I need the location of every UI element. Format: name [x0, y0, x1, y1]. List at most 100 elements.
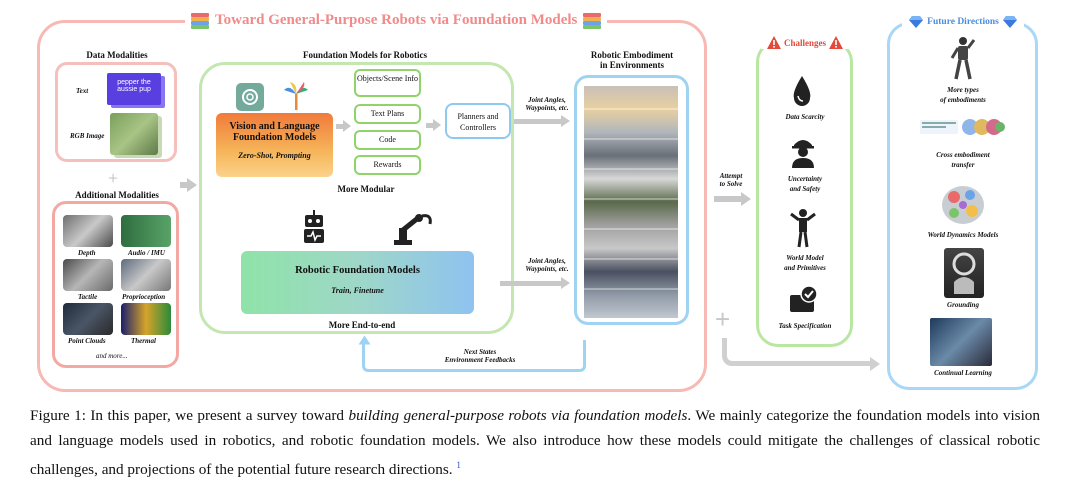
worker-icon	[790, 136, 816, 173]
grounding-label: Grounding	[947, 301, 979, 309]
warning-icon	[766, 36, 781, 49]
proprioception-label: Proprioception	[122, 293, 166, 301]
cross-embodiment-line2: transfer	[951, 161, 975, 169]
future-arrow-head	[870, 357, 880, 371]
output-text-plans: Text Plans	[354, 104, 421, 124]
data-scarcity-label: Data Scarcity	[785, 113, 825, 121]
cross-embodiment-line1: Cross embodiment	[936, 151, 990, 159]
output-objects-scene-label: Objects/Scene Info	[356, 74, 419, 83]
joint-angles-top-line1: Joint Angles,	[528, 96, 566, 104]
embodiment-box	[574, 75, 689, 325]
feedback-label: Next States Environment Feedbacks	[420, 348, 540, 364]
vlfm-arrow-head	[343, 120, 351, 132]
vlfm-arrow	[336, 124, 344, 129]
point-clouds-label: Point Clouds	[68, 337, 106, 345]
joint-angles-bottom: Joint Angles, Waypoints, etc.	[518, 257, 576, 273]
text-sample-card: pepper the aussie pup	[107, 73, 161, 105]
cross-embodiment-figure	[918, 116, 1006, 138]
uncertainty-label: Uncertainty and Safety	[766, 174, 844, 194]
joint-arrow-bottom-head	[561, 277, 570, 289]
robot-arm-icon	[392, 212, 434, 246]
depth-image	[63, 215, 113, 247]
future-embodiments-label: More types of embodiments	[900, 85, 1026, 105]
rfm-subtitle: Train, Finetune	[331, 286, 384, 295]
task-icon	[789, 285, 819, 318]
uncertainty-line2: and Safety	[789, 185, 821, 193]
joint-arrow-bottom	[500, 281, 562, 286]
future-embodiments-line1: More types	[947, 86, 979, 94]
attempt-arrow-head	[741, 192, 751, 206]
continual-learning-figure	[930, 318, 992, 366]
vlfm-title-line2: Foundation Models	[232, 132, 317, 143]
data-modalities-box	[55, 62, 177, 162]
joint-angles-bottom-line1: Joint Angles,	[528, 257, 566, 265]
embodiment-title-line1: Robotic Embodiment	[590, 50, 674, 60]
output-text-plans-label: Text Plans	[370, 109, 405, 118]
outputs-arrow-head	[433, 119, 441, 131]
output-rewards-label: Rewards	[373, 160, 402, 169]
world-dynamics-figure	[940, 183, 986, 227]
proprioception-image	[121, 259, 171, 291]
tactile-label: Tactile	[78, 293, 98, 301]
additional-modalities-title: Additional Modalities	[75, 190, 159, 200]
additional-modalities-box	[52, 201, 179, 368]
continual-learning-label: Continual Learning	[934, 369, 992, 377]
palm-tree-icon	[280, 80, 312, 112]
future-embodiments-line2: of embodiments	[940, 96, 986, 104]
modalities-arrow-head	[187, 178, 197, 192]
figure-title: Toward General-Purpose Robots via Founda…	[185, 12, 608, 29]
world-model-line2: and Primitives	[784, 264, 826, 272]
robot-icon	[300, 210, 328, 246]
task-spec-label: Task Specification	[778, 322, 832, 330]
and-more-label: and more...	[96, 352, 128, 360]
challenges-header: Challenges	[761, 36, 849, 49]
rgb-image	[110, 113, 158, 155]
future-title: Future Directions	[927, 17, 999, 27]
thermal-label: Thermal	[131, 337, 156, 345]
caption-prefix: Figure 1: In this paper, we present a su…	[30, 407, 349, 424]
warning-icon	[829, 36, 843, 49]
vlfm-title-line1: Vision and Language	[229, 121, 320, 132]
feedback-arrow-head	[358, 335, 371, 345]
vlfm-subtitle: Zero-Shot, Prompting	[238, 151, 311, 160]
plus-icon: +	[108, 168, 119, 188]
joint-arrow-top	[514, 119, 562, 124]
output-code: Code	[354, 130, 421, 150]
feedback-line1: Next States	[463, 348, 497, 356]
feedback-loop-line	[362, 340, 586, 372]
joint-angles-bottom-line2: Waypoints, etc.	[525, 265, 569, 273]
embodiment-title-line2: in Environments	[599, 60, 665, 70]
planners-controllers: Planners and Controllers	[445, 103, 511, 139]
output-code-label: Code	[379, 135, 396, 144]
attempt-label: Attempt to Solve	[709, 172, 753, 188]
diamond-icon	[909, 16, 924, 28]
caption-emphasis: building general-purpose robots via foun…	[348, 407, 688, 424]
plus-icon: +	[715, 304, 731, 334]
tactile-image	[63, 259, 113, 291]
text-sample-line2: aussie pup	[117, 86, 151, 93]
world-dynamics-label: World Dynamics Models	[927, 231, 999, 239]
future-arrow-line	[722, 338, 872, 366]
audio-image	[121, 215, 171, 247]
text-sample-line1: pepper the	[117, 79, 151, 86]
books-icon	[191, 12, 209, 29]
attempt-line2: to Solve	[719, 180, 743, 188]
world-model-line1: World Model	[786, 254, 824, 262]
figure-title-text: Toward General-Purpose Robots via Founda…	[215, 12, 578, 28]
attempt-line1: Attempt	[719, 172, 743, 180]
depth-label: Depth	[78, 249, 96, 257]
output-rewards: Rewards	[354, 155, 421, 175]
footnote-link[interactable]: 1	[456, 460, 461, 470]
diamond-icon	[1002, 16, 1017, 28]
attempt-arrow	[714, 196, 742, 202]
caption-rest: . We mainly categorize the foundation mo…	[30, 407, 1040, 479]
joint-angles-top: Joint Angles, Waypoints, etc.	[518, 96, 576, 112]
rgb-label: RGB Image	[70, 132, 105, 140]
grounding-figure	[944, 248, 984, 298]
data-modalities-title: Data Modalities	[86, 50, 148, 60]
point-cloud-image	[63, 303, 113, 335]
audio-label: Audio / IMU	[128, 249, 165, 257]
cross-embodiment-label: Cross embodiment transfer	[900, 150, 1026, 170]
vision-language-fm-block: Vision and Language Foundation Models Ze…	[216, 113, 333, 177]
future-header: Future Directions	[902, 16, 1024, 28]
